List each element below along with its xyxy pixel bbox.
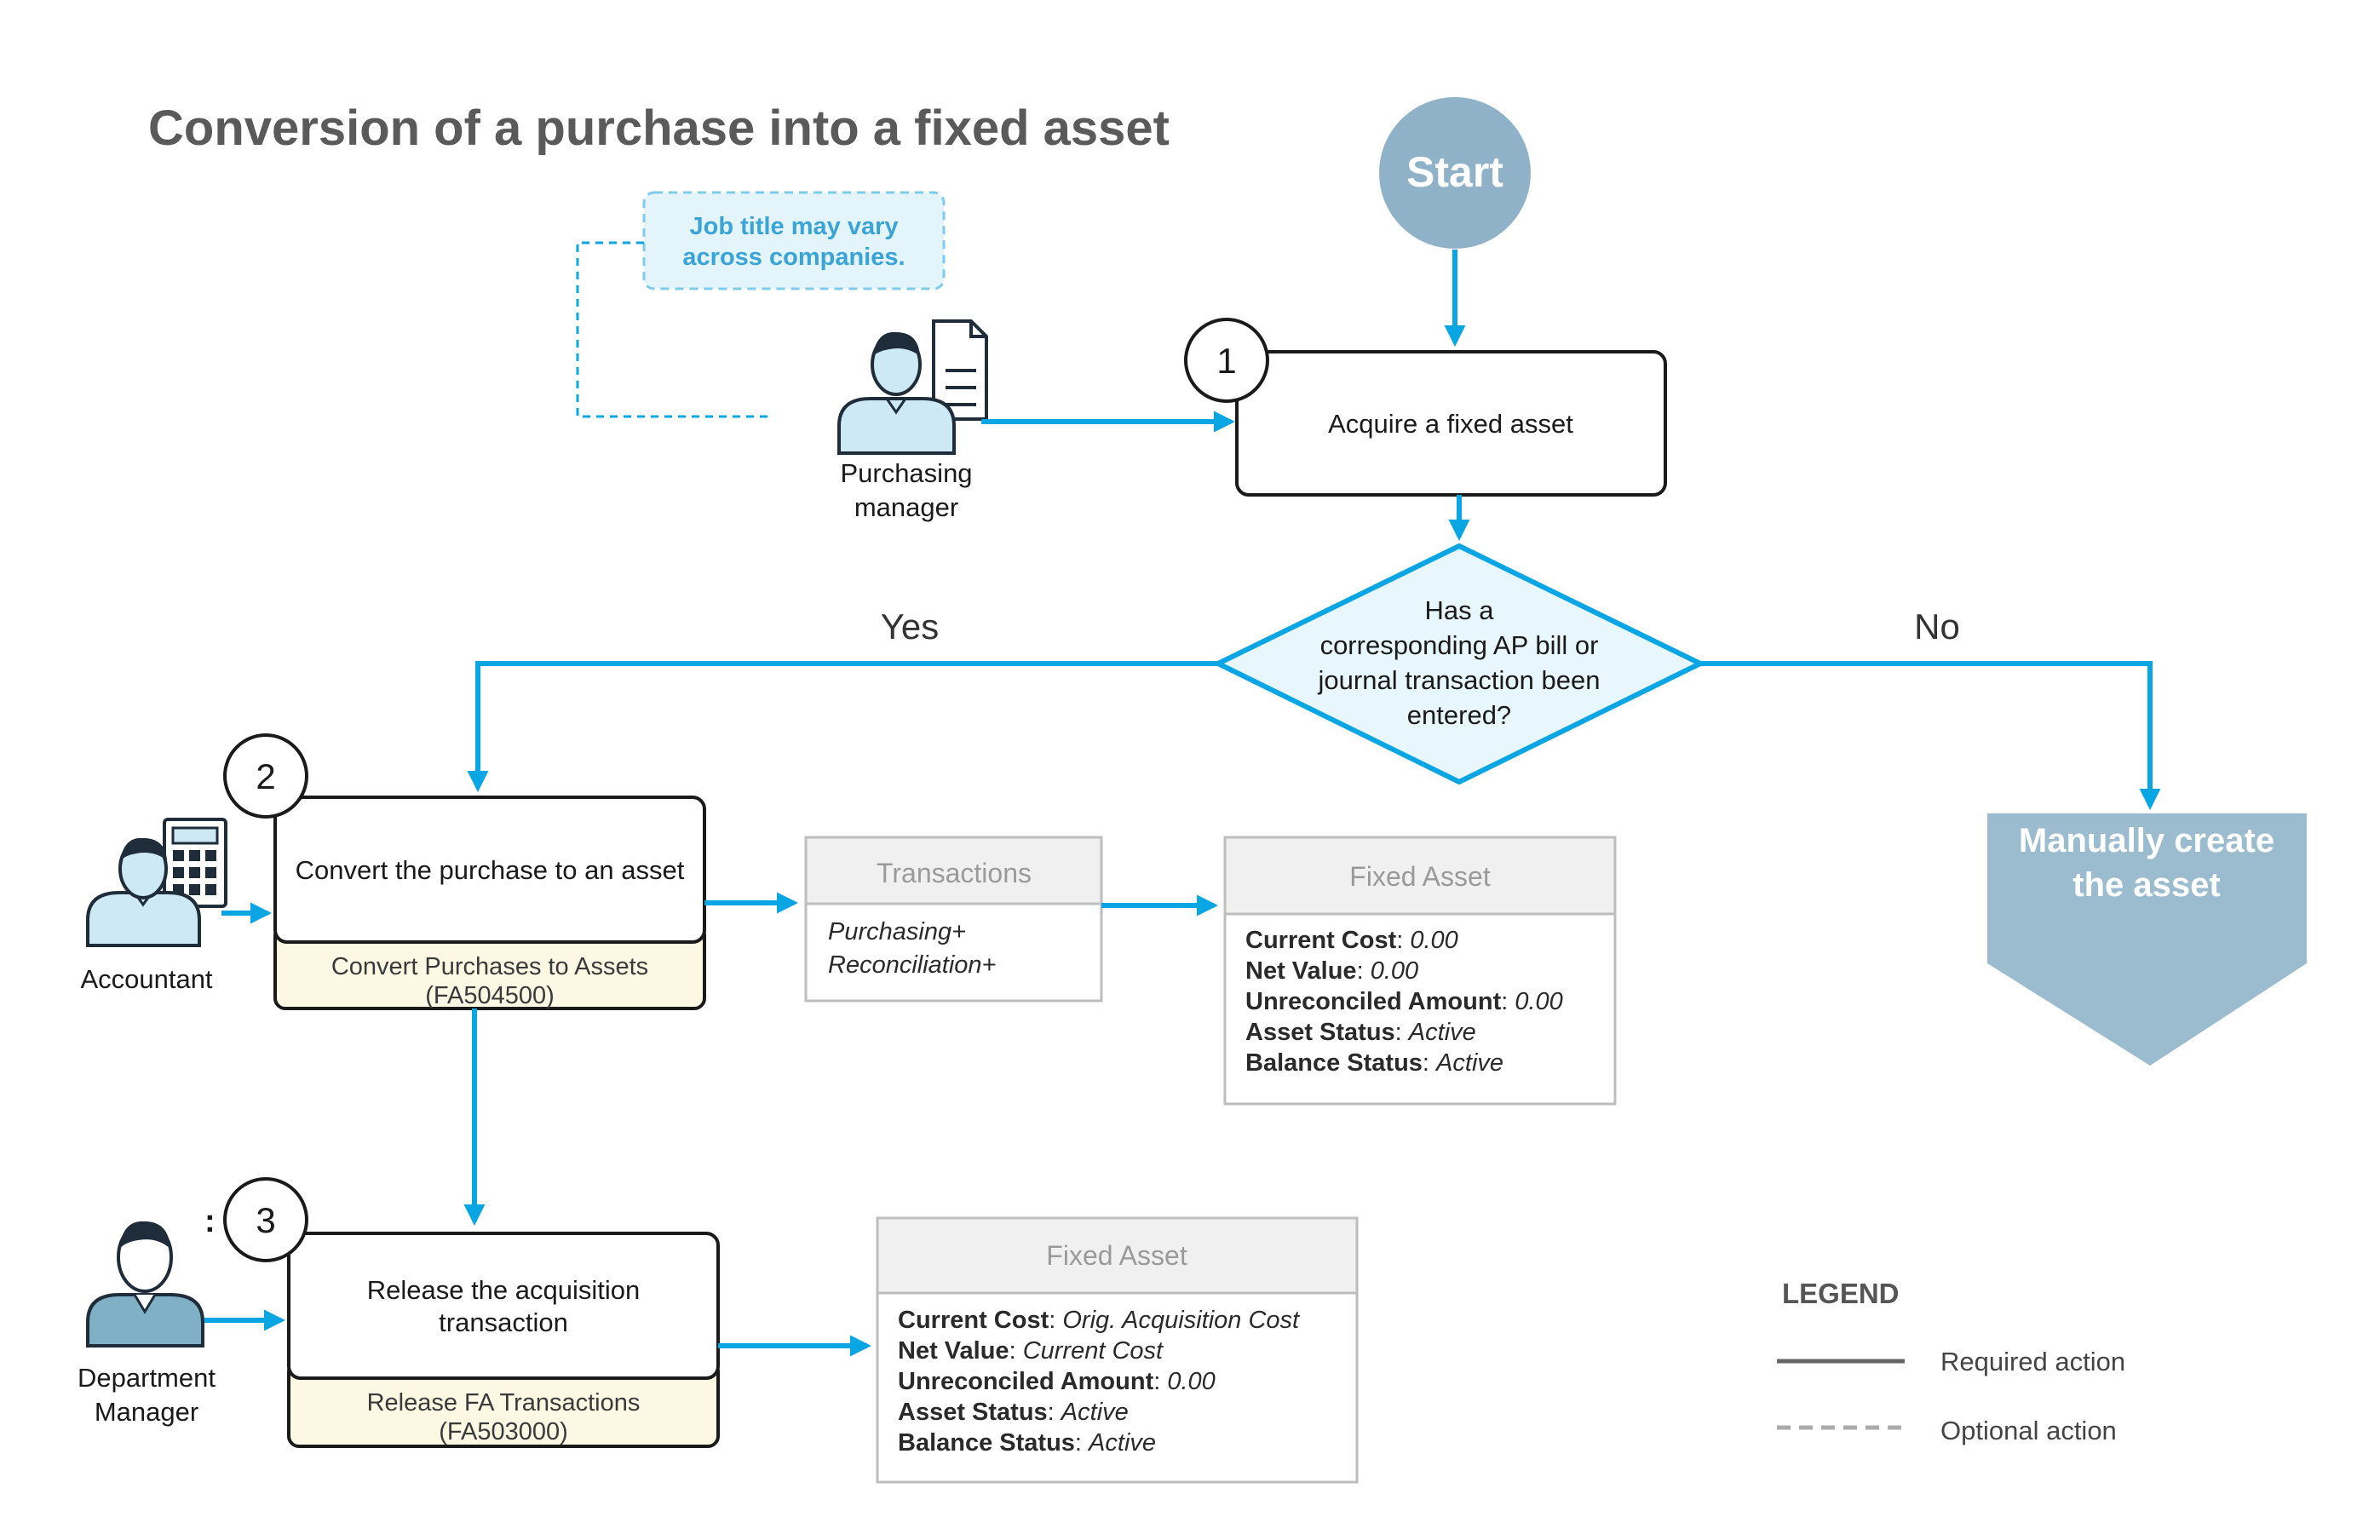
department-role-line2: Manager bbox=[95, 1397, 198, 1427]
no-label: No bbox=[1914, 606, 1960, 646]
fixed-asset-2-row: Net Value: Current Cost bbox=[898, 1337, 1164, 1365]
flow-yes-branch bbox=[467, 661, 1218, 793]
fixed-asset-1-row: Unreconciled Amount: 0.00 bbox=[1245, 988, 1563, 1015]
manual-line2: the asset bbox=[2072, 866, 2220, 904]
step2-box: Convert the purchase to an asset bbox=[273, 796, 706, 944]
fixed-asset-2-row: Balance Status: Active bbox=[898, 1429, 1156, 1457]
transactions-row-reconciliation: Reconciliation+ bbox=[828, 951, 996, 979]
legend-title: LEGEND bbox=[1782, 1278, 1900, 1309]
step1-number-badge: 1 bbox=[1184, 318, 1269, 403]
step3-label-line1: Release the acquisition bbox=[367, 1275, 641, 1305]
job-title-note: Job title may vary across companies. bbox=[642, 191, 946, 290]
legend-optional-label: Optional action bbox=[1940, 1416, 2117, 1445]
optional-connector bbox=[576, 241, 771, 418]
step2-label: Convert the purchase to an asset bbox=[296, 855, 685, 885]
accountant-icon bbox=[86, 818, 227, 947]
yes-label: Yes bbox=[881, 606, 940, 646]
note-line2: across companies. bbox=[682, 244, 905, 271]
step1-box: Acquire a fixed asset bbox=[1235, 350, 1667, 497]
step3-form-line2: (FA503000) bbox=[439, 1418, 568, 1445]
fixed-asset-panel-1: Fixed Asset Current Cost: 0.00 Net Value… bbox=[1223, 836, 1617, 1106]
fixed-asset-panel-2: Fixed Asset Current Cost: Orig. Acquisit… bbox=[876, 1216, 1359, 1484]
flow-no-branch bbox=[1700, 661, 2161, 811]
legend: LEGEND Required action Optional action bbox=[1777, 1278, 2125, 1445]
colon-mark: : bbox=[204, 1204, 216, 1239]
step3-label-line2: transaction bbox=[439, 1307, 568, 1337]
decision-line3: journal transaction been bbox=[1318, 665, 1601, 695]
diagram-title: Conversion of a purchase into a fixed as… bbox=[148, 101, 1170, 156]
fixed-asset-1-row: Net Value: 0.00 bbox=[1245, 957, 1418, 985]
fixed-asset-1-row: Balance Status: Active bbox=[1245, 1049, 1503, 1077]
svg-text:1: 1 bbox=[1216, 341, 1236, 381]
step3-number-badge: 3 bbox=[223, 1177, 308, 1262]
start-label: Start bbox=[1406, 148, 1503, 196]
manual-create-shape: Manually create the asset bbox=[1987, 813, 2307, 1066]
manual-line1: Manually create bbox=[2019, 822, 2274, 859]
decision-line2: corresponding AP bill or bbox=[1320, 630, 1599, 660]
fixed-asset-2-header: Fixed Asset bbox=[1046, 1240, 1187, 1271]
fixed-asset-1-row: Asset Status: Active bbox=[1245, 1019, 1476, 1046]
legend-required-label: Required action bbox=[1940, 1347, 2125, 1376]
purchasing-role-line1: Purchasing bbox=[840, 458, 972, 488]
decision-line1: Has a bbox=[1425, 595, 1495, 625]
accountant-role: Accountant bbox=[80, 964, 212, 994]
note-line1: Job title may vary bbox=[690, 213, 899, 240]
fixed-asset-2-row: Asset Status: Active bbox=[898, 1399, 1129, 1426]
decision-diamond: Has a corresponding AP bill or journal t… bbox=[1216, 543, 1703, 784]
start-node: Start bbox=[1379, 97, 1531, 249]
step2-form-line2: (FA504500) bbox=[425, 982, 555, 1009]
svg-text:2: 2 bbox=[256, 756, 275, 796]
step1-label: Acquire a fixed asset bbox=[1328, 409, 1573, 439]
purchasing-role-line2: manager bbox=[854, 492, 958, 522]
svg-text:3: 3 bbox=[256, 1200, 275, 1240]
transactions-row-purchasing: Purchasing+ bbox=[828, 918, 966, 945]
fixed-asset-2-row: Unreconciled Amount: 0.00 bbox=[898, 1368, 1216, 1395]
fixed-asset-1-header: Fixed Asset bbox=[1349, 861, 1491, 892]
decision-line4: entered? bbox=[1407, 700, 1511, 730]
fixed-asset-2-row: Current Cost: Orig. Acquisition Cost bbox=[898, 1307, 1301, 1334]
step3-form-tab: Release FA Transactions (FA503000) bbox=[287, 1359, 720, 1448]
transactions-panel: Transactions Purchasing+ Reconciliation+ bbox=[804, 836, 1103, 1003]
step2-number-badge: 2 bbox=[223, 733, 308, 819]
step3-box: Release the acquisition transaction bbox=[287, 1232, 720, 1380]
step2-form-line1: Convert Purchases to Assets bbox=[331, 953, 648, 980]
department-manager-icon bbox=[86, 1221, 204, 1348]
department-role-line1: Department bbox=[78, 1363, 216, 1393]
fixed-asset-1-row: Current Cost: 0.00 bbox=[1245, 927, 1458, 954]
step2-form-tab: Convert Purchases to Assets (FA504500) bbox=[273, 923, 706, 1010]
purchasing-manager-icon bbox=[837, 319, 988, 455]
transactions-panel-header: Transactions bbox=[877, 858, 1032, 888]
step3-form-line1: Release FA Transactions bbox=[367, 1389, 641, 1416]
